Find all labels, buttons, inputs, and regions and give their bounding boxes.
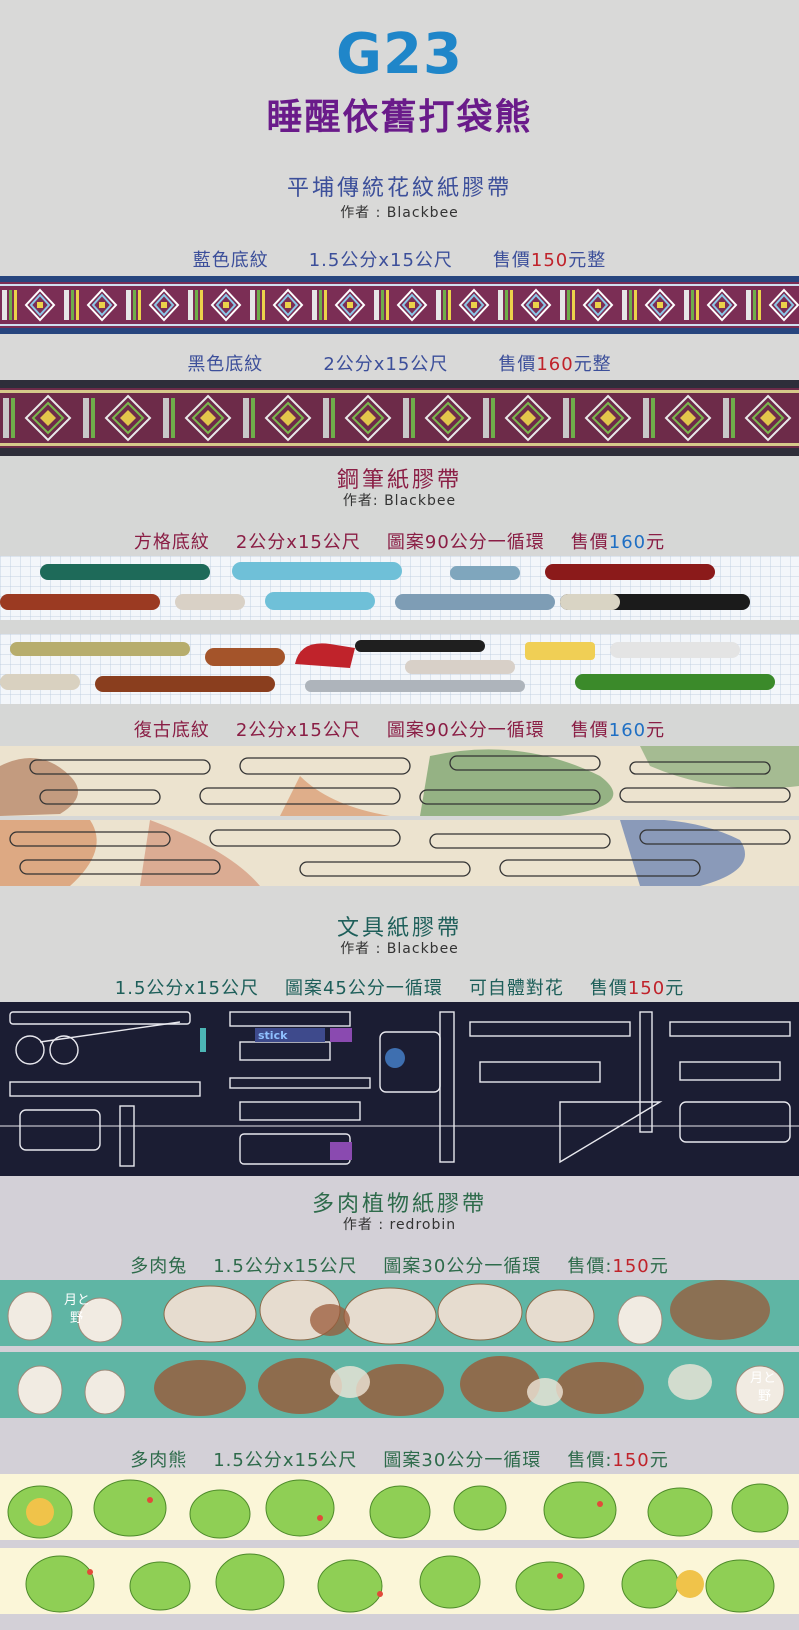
tape-succulent-rabbit-2: 月と 野: [0, 1352, 799, 1418]
variant-repeat: 圖案30公分一循環: [383, 1450, 542, 1471]
tape-pen-grid-1: [0, 556, 799, 620]
tape-pingpu-black: [0, 380, 799, 456]
price-prefix: 售價: [570, 532, 609, 553]
product-code: G23: [336, 22, 463, 87]
moon-mark-4: 野: [758, 1389, 771, 1404]
variant-size: 2公分x15公尺: [323, 354, 449, 375]
price-suffix: 元整: [568, 250, 607, 271]
spec-line-stationery: 1.5公分x15公尺 圖案45公分一循環 可自體對花 售價150元: [0, 974, 799, 1000]
price-suffix: 元: [646, 720, 666, 741]
spec-line-grid: 方格底紋 2公分x15公尺 圖案90公分一循環 售價160元: [0, 528, 799, 554]
section-author-pingpu: 作者 : Blackbee: [340, 205, 459, 221]
price-suffix: 元: [646, 532, 666, 553]
variant-size: 2公分x15公尺: [235, 720, 361, 741]
price-suffix: 元整: [573, 354, 612, 375]
variant-extra: 可自體對花: [468, 978, 564, 999]
variant-name: 藍色底紋: [192, 250, 269, 271]
spec-line-blue: 藍色底紋 1.5公分x15公尺 售價150元整: [0, 246, 799, 272]
variant-size: 1.5公分x15公尺: [213, 1450, 358, 1471]
spec-line-bear: 多肉熊 1.5公分x15公尺 圖案30公分一循環 售價:150元: [0, 1446, 799, 1472]
spec-line-black: 黑色底紋 2公分x15公尺 售價160元整: [0, 350, 799, 376]
tape-succulent-rabbit-1: 月と 野: [0, 1280, 799, 1346]
variant-repeat: 圖案45公分一循環: [284, 978, 443, 999]
section-title-stationery: 文具紙膠帶: [336, 916, 462, 941]
variant-repeat: 圖案30公分一循環: [383, 1256, 542, 1277]
moon-mark-2: 野: [70, 1311, 83, 1326]
moon-mark-3: 月と: [750, 1371, 776, 1386]
price-suffix: 元: [665, 978, 685, 999]
tape-pen-retro-2: [0, 820, 799, 886]
variant-name: 黑色底紋: [187, 354, 264, 375]
spec-line-retro: 復古底紋 2公分x15公尺 圖案90公分一循環 售價160元: [0, 716, 799, 742]
price-suffix: 元: [649, 1450, 669, 1471]
variant-name: 方格底紋: [133, 532, 210, 553]
stick-label: stick: [258, 1029, 288, 1042]
variant-repeat: 圖案90公分一循環: [386, 532, 545, 553]
price-prefix: 售價:: [567, 1256, 613, 1277]
variant-size: 1.5公分x15公尺: [213, 1256, 358, 1277]
variant-name: 多肉熊: [130, 1450, 188, 1471]
price-value: 150: [530, 250, 569, 271]
product-subtitle: 睡醒依舊打袋熊: [266, 97, 533, 138]
tape-pen-retro-1: [0, 746, 799, 816]
variant-size: 2公分x15公尺: [235, 532, 361, 553]
tape-succulent-bear-2: [0, 1548, 799, 1614]
price-prefix: 售價: [498, 354, 537, 375]
tape-succulent-bear-1: [0, 1474, 799, 1540]
variant-name: 復古底紋: [133, 720, 210, 741]
section-title-pingpu: 平埔傳統花紋紙膠帶: [286, 176, 512, 201]
spec-line-rabbit: 多肉兔 1.5公分x15公尺 圖案30公分一循環 售價:150元: [0, 1252, 799, 1278]
price-value: 160: [608, 532, 647, 553]
section-author-stationery: 作者 : Blackbee: [340, 941, 459, 957]
variant-repeat: 圖案90公分一循環: [386, 720, 545, 741]
variant-size: 1.5公分x15公尺: [114, 978, 259, 999]
price-value: 150: [612, 1256, 650, 1277]
price-value: 160: [536, 354, 574, 375]
variant-size: 1.5公分x15公尺: [308, 250, 453, 271]
price-value: 150: [627, 978, 666, 999]
variant-name: 多肉兔: [130, 1256, 188, 1277]
tape-stationery: stick: [0, 1002, 799, 1176]
price-prefix: 售價: [492, 250, 531, 271]
section-title-succulent: 多肉植物紙膠帶: [311, 1192, 487, 1217]
tape-pingpu-blue: [0, 276, 799, 334]
tape-pen-grid-2: [0, 634, 799, 704]
price-suffix: 元: [649, 1256, 669, 1277]
section-author-pen: 作者: Blackbee: [342, 493, 457, 509]
section-author-succulent: 作者 : redrobin: [342, 1217, 457, 1233]
price-value: 150: [612, 1450, 650, 1471]
section-title-pen: 鋼筆紙膠帶: [336, 468, 462, 493]
moon-mark-1: 月と: [64, 1293, 90, 1308]
price-value: 160: [608, 720, 647, 741]
price-prefix: 售價: [570, 720, 609, 741]
price-prefix: 售價: [589, 978, 628, 999]
price-prefix: 售價:: [567, 1450, 613, 1471]
